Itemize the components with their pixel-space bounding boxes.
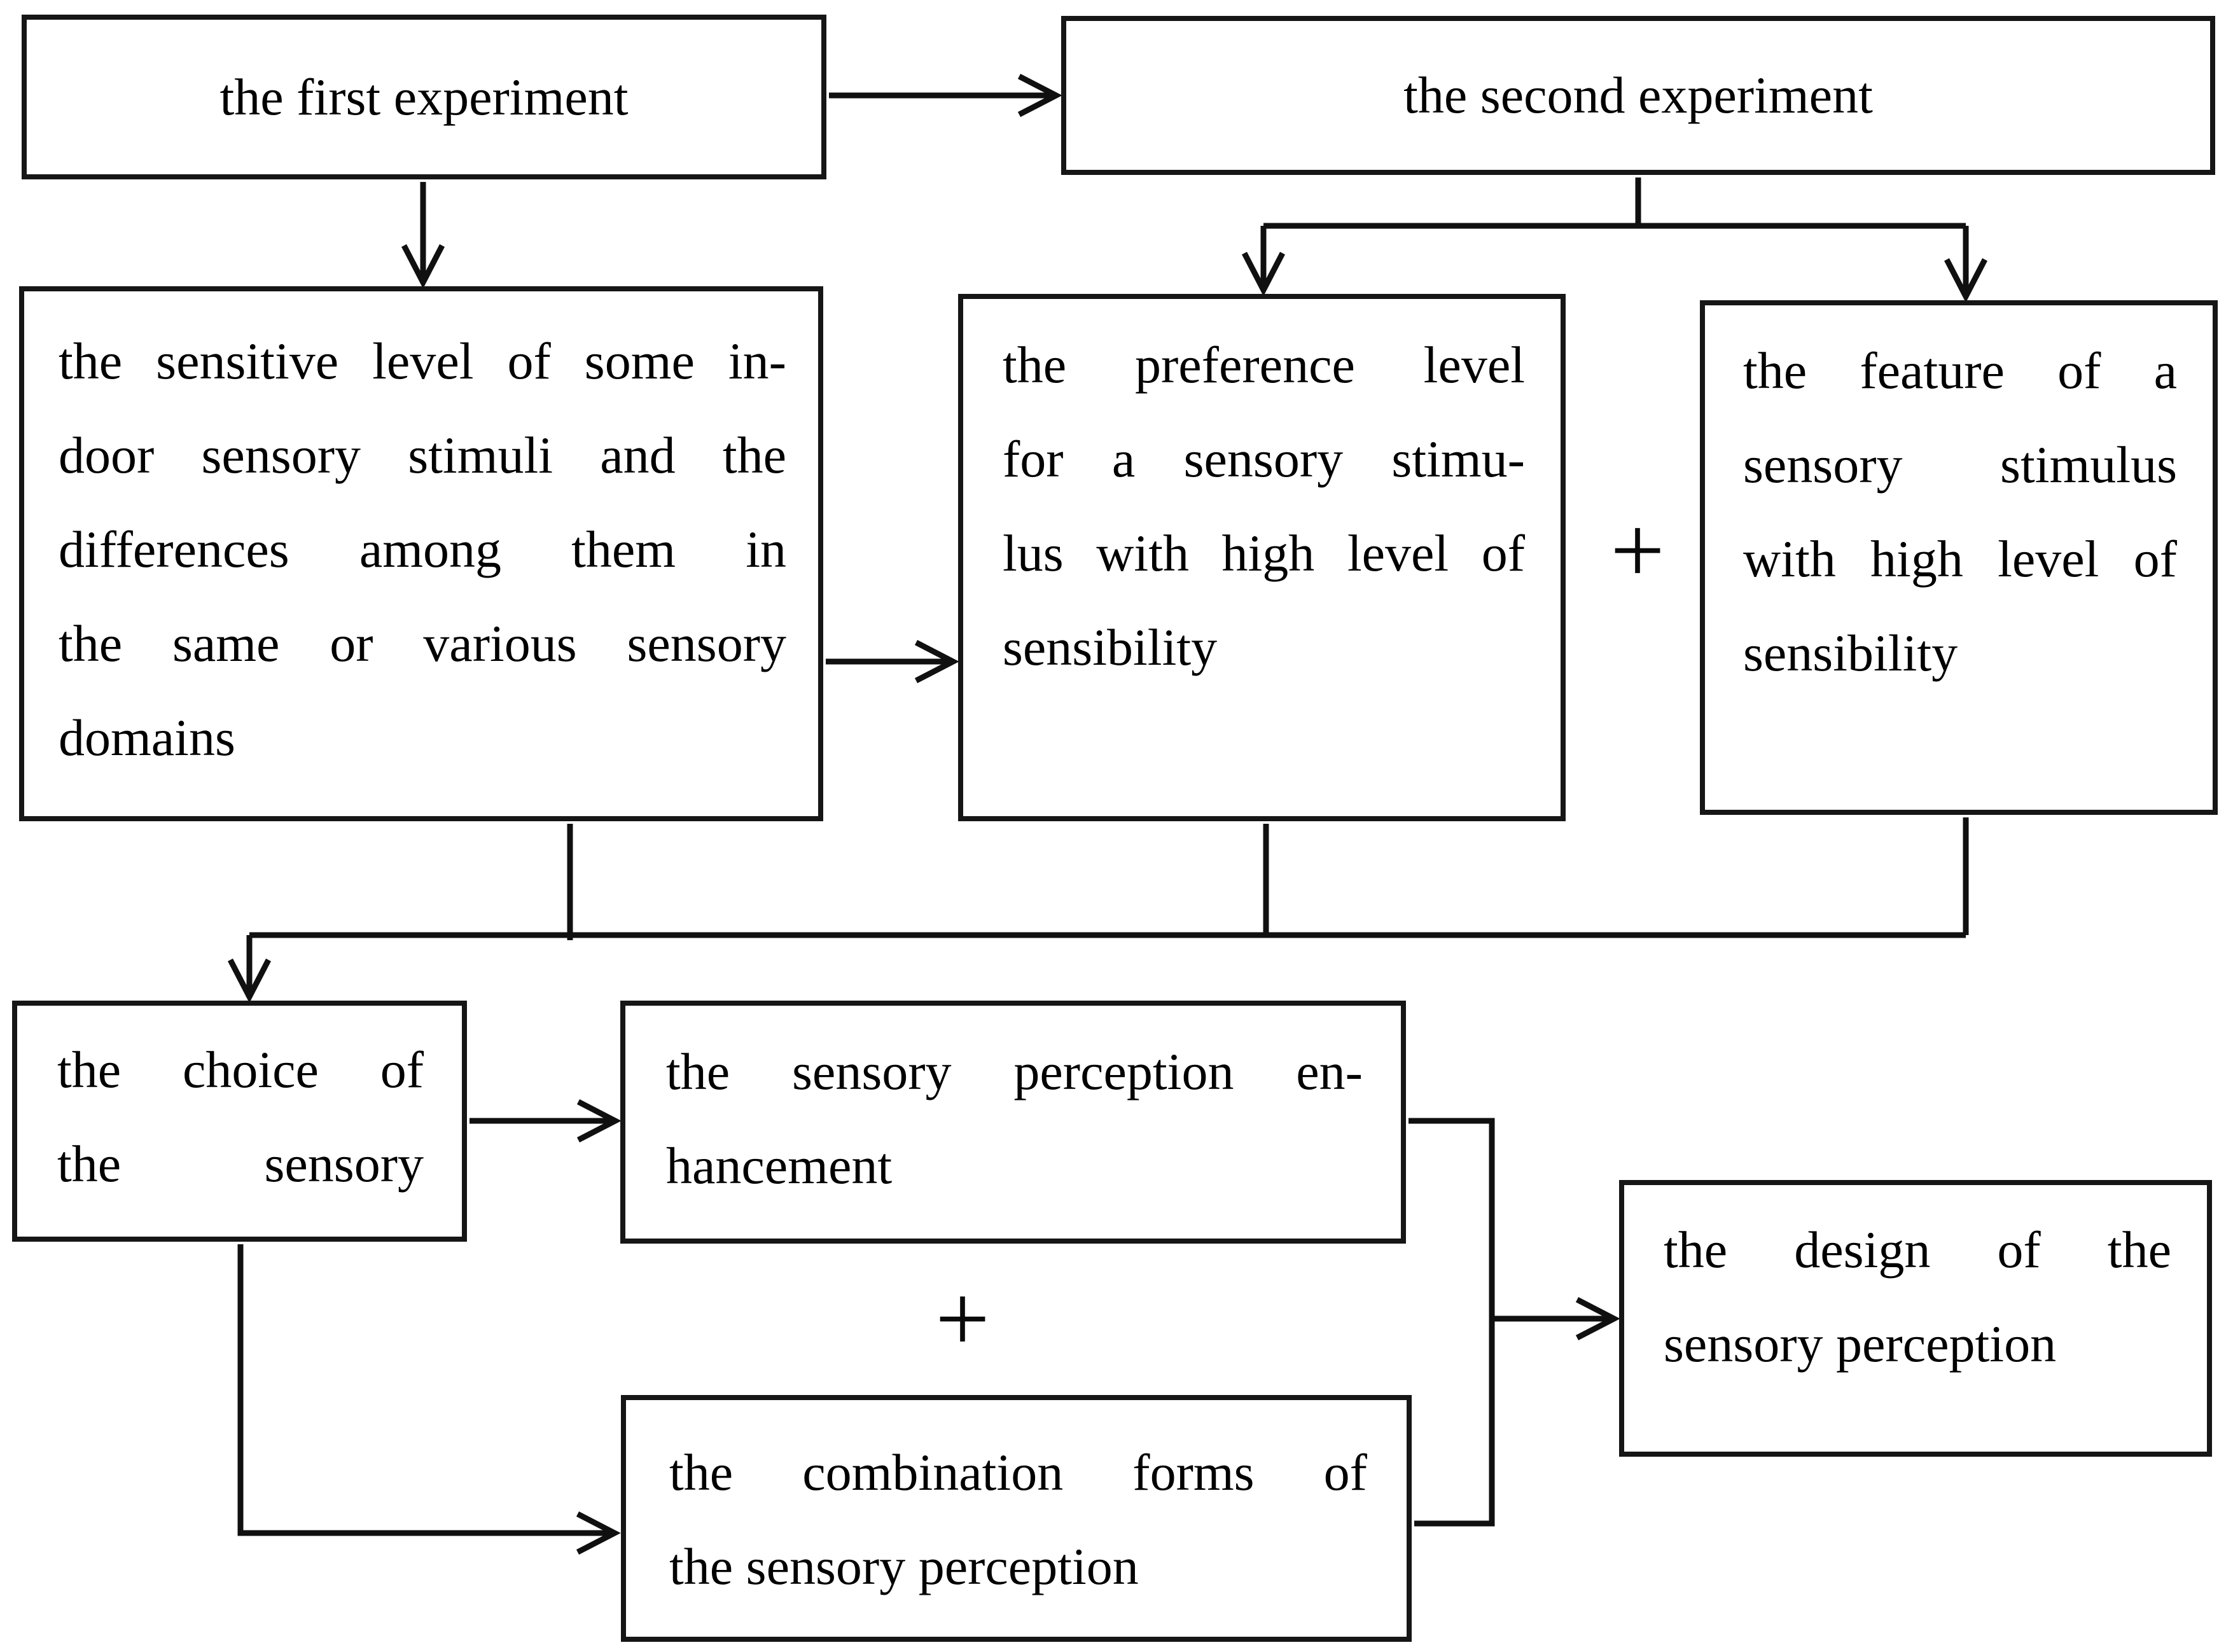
- arrow-merge-to-design-head: [1575, 1297, 1620, 1340]
- plus-operator-top: +: [1610, 497, 1665, 604]
- node-sensitive-level-line: door sensory stimuli and the: [59, 426, 786, 484]
- arrow-choice-to-combination-line: [237, 1244, 615, 1536]
- arrow-split-to-preference-head: [1242, 251, 1285, 296]
- node-choice-sensory: the choice of the sensory: [12, 1001, 467, 1242]
- arrow-first-to-second-head: [1017, 74, 1062, 117]
- node-combination-forms-line: the combination forms of: [669, 1443, 1367, 1501]
- arrow-choice-to-combination-head: [576, 1511, 621, 1555]
- node-preference-level-line: the preference level: [1003, 336, 1525, 394]
- node-preference-level-line: lus with high level of: [1003, 524, 1525, 582]
- node-design-perception: the design of the sensory perception: [1619, 1180, 2212, 1457]
- node-design-perception-line: the design of the: [1664, 1221, 2171, 1279]
- node-first-experiment: the first experiment: [22, 15, 826, 179]
- node-sensitive-level-line: differences among them in: [59, 520, 786, 578]
- merge-enhancement-combination: [1409, 1118, 1495, 1527]
- node-sensitive-level-line: the sensitive level of some in-: [59, 332, 786, 390]
- node-preference-level-line: for a sensory stimu-: [1003, 430, 1525, 488]
- node-perception-enhancement-line: the sensory perception en-: [666, 1043, 1363, 1100]
- node-feature-stimulus: the feature of a sensory stimulus with h…: [1700, 300, 2218, 815]
- node-feature-stimulus-line: with high level of: [1743, 530, 2177, 588]
- node-combination-forms-line: the sensory perception: [669, 1537, 1139, 1595]
- node-choice-sensory-line: the choice of: [57, 1041, 424, 1099]
- node-preference-level-line: sensibility: [1003, 618, 1218, 676]
- node-second-experiment-label: the second experiment: [1403, 66, 1873, 124]
- node-design-perception-line: sensory perception: [1664, 1315, 2057, 1373]
- node-sensitive-level-line: the same or various sensory: [59, 614, 786, 672]
- arrow-split-to-feature-head: [1944, 258, 1987, 303]
- node-feature-stimulus-line: sensory stimulus: [1743, 436, 2177, 494]
- node-perception-enhancement-line: hancement: [666, 1137, 893, 1195]
- node-perception-enhancement: the sensory perception en- hancement: [620, 1001, 1406, 1244]
- node-sensitive-level: the sensitive level of some in- door sen…: [19, 286, 823, 821]
- plus-operator-bottom: +: [935, 1265, 990, 1372]
- node-feature-stimulus-line: the feature of a: [1743, 342, 2177, 399]
- node-combination-forms: the combination forms of the sensory per…: [621, 1395, 1412, 1642]
- arrow-first-to-sensitive-head: [401, 244, 445, 289]
- node-first-experiment-label: the first experiment: [219, 67, 629, 126]
- arrow-sensitive-to-preference-head: [914, 640, 959, 683]
- node-second-experiment: the second experiment: [1061, 16, 2215, 175]
- arrow-choice-to-enhancement-head: [576, 1099, 622, 1142]
- node-choice-sensory-line: the sensory: [57, 1135, 424, 1193]
- node-sensitive-level-line: domains: [59, 709, 235, 767]
- node-feature-stimulus-line: sensibility: [1743, 624, 1958, 682]
- node-preference-level: the preference level for a sensory stimu…: [958, 294, 1566, 821]
- arrow-gather-to-choice-head: [228, 958, 271, 1003]
